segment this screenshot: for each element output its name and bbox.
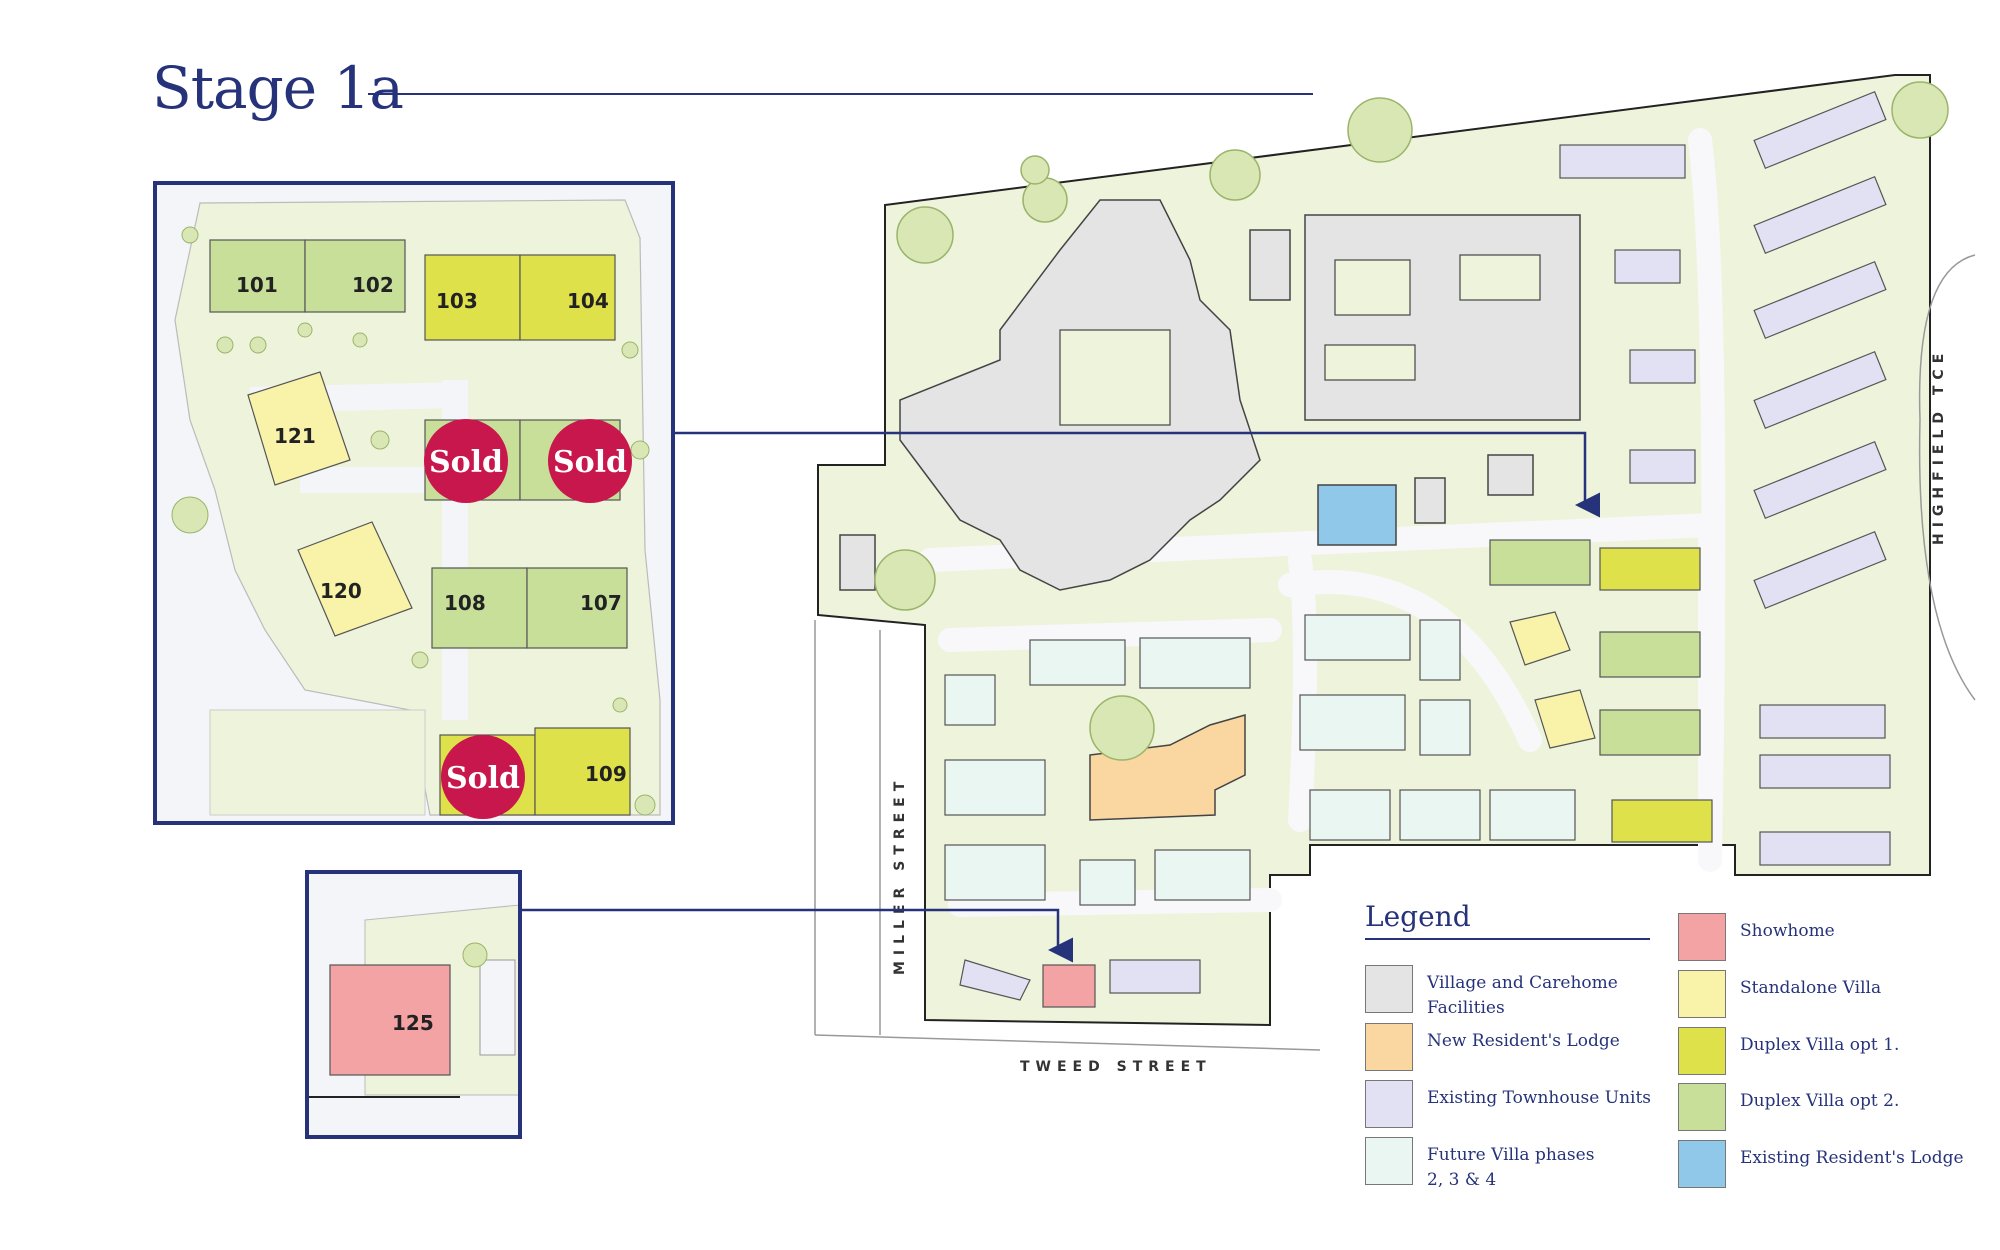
sold-badge: Sold	[548, 419, 632, 503]
plot-label: 107	[580, 591, 622, 615]
connector-arrow-main	[673, 431, 1600, 518]
plot-120[interactable]	[297, 521, 413, 637]
legend-swatch	[1678, 970, 1726, 1018]
highfield-street-label: HIGHFIELD TCE	[1931, 348, 1947, 545]
plot-label: 102	[352, 273, 394, 297]
plot-label: 120	[320, 579, 362, 603]
page-title: Stage 1a	[152, 54, 404, 122]
legend-item-existing-lodge: Existing Resident's Lodge	[1678, 1140, 1970, 1188]
new-residents-lodge	[1089, 714, 1246, 821]
legend-label: New Resident's Lodge	[1427, 1031, 1620, 1051]
plot-label: 103	[436, 289, 478, 313]
legend-swatch	[1678, 1027, 1726, 1075]
legend-swatch	[1365, 1080, 1413, 1128]
plot-label: 101	[236, 273, 278, 297]
sold-badge-label: Sold	[553, 445, 627, 480]
legend-rule	[1365, 938, 1650, 940]
inset-main: 101 102 103 104 121 120 108 107 109 Sold…	[153, 181, 675, 825]
legend-title: Legend	[1365, 900, 1471, 933]
sold-badge: Sold	[441, 735, 525, 819]
trees	[874, 81, 1949, 761]
plot-102[interactable]	[304, 239, 406, 313]
legend-item-duplex-opt2: Duplex Villa opt 2.	[1678, 1083, 1970, 1131]
plot-label: 125	[392, 1011, 434, 1035]
plot-125[interactable]	[329, 964, 451, 1076]
legend-swatch	[1678, 913, 1726, 961]
plot-label: 109	[585, 762, 627, 786]
legend-item-townhouse: Existing Townhouse Units	[1365, 1080, 1657, 1128]
existing-townhouse-units	[959, 90, 1891, 1001]
legend-swatch	[1678, 1140, 1726, 1188]
title-rule	[368, 93, 1313, 95]
plot-107[interactable]	[526, 567, 628, 649]
plot-label: 121	[274, 424, 316, 448]
legend-label: Existing Townhouse Units	[1427, 1088, 1652, 1108]
legend-label: Future Villa phases 2, 3 & 4	[1427, 1145, 1595, 1190]
legend-label: Showhome	[1740, 921, 1835, 941]
legend-item-duplex-opt1: Duplex Villa opt 1.	[1678, 1027, 1970, 1075]
miller-street-label: MILLER STREET	[892, 776, 908, 975]
plot-label: 108	[444, 591, 486, 615]
legend-item-showhome: Showhome	[1678, 913, 1970, 961]
legend-label: Existing Resident's Lodge	[1740, 1148, 1964, 1168]
legend-swatch	[1365, 1023, 1413, 1071]
legend-swatch	[1365, 965, 1413, 1013]
legend-label: Duplex Villa opt 2.	[1740, 1091, 1900, 1111]
legend-item-standalone-villa: Standalone Villa	[1678, 970, 1970, 1018]
plot-109[interactable]	[534, 727, 631, 816]
sold-badge-label: Sold	[429, 445, 503, 480]
legend-label: Village and Carehome Facilities	[1427, 973, 1618, 1018]
legend-item-future-villa: Future Villa phases 2, 3 & 4	[1365, 1137, 1597, 1193]
plot-121[interactable]	[247, 371, 351, 486]
plot-label: 104	[567, 289, 609, 313]
existing-residents-lodge	[1317, 484, 1397, 546]
future-villa-phases	[944, 614, 1576, 906]
duplex-villa-opt1	[1599, 547, 1713, 843]
plot-108[interactable]	[431, 567, 528, 649]
sold-badge: Sold	[424, 419, 508, 503]
legend-item-village-facilities: Village and Carehome Facilities	[1365, 965, 1657, 1021]
sold-badge-label: Sold	[446, 761, 520, 796]
inset-showhome: 125	[305, 870, 522, 1139]
legend-label: Duplex Villa opt 1.	[1740, 1035, 1900, 1055]
showhome-on-plan	[1042, 964, 1096, 1008]
duplex-villa-opt2	[1489, 539, 1701, 756]
legend-item-new-lodge: New Resident's Lodge	[1365, 1023, 1657, 1071]
legend-swatch	[1678, 1083, 1726, 1131]
connector-arrow-showhome	[520, 908, 1073, 963]
plot-103[interactable]	[424, 254, 521, 341]
legend-label: Standalone Villa	[1740, 978, 1882, 998]
standalone-villas	[1509, 611, 1596, 749]
plot-101[interactable]	[209, 239, 306, 313]
tweed-street-label: TWEED STREET	[1020, 1059, 1212, 1075]
plot-104[interactable]	[519, 254, 616, 341]
legend-swatch	[1365, 1137, 1413, 1185]
